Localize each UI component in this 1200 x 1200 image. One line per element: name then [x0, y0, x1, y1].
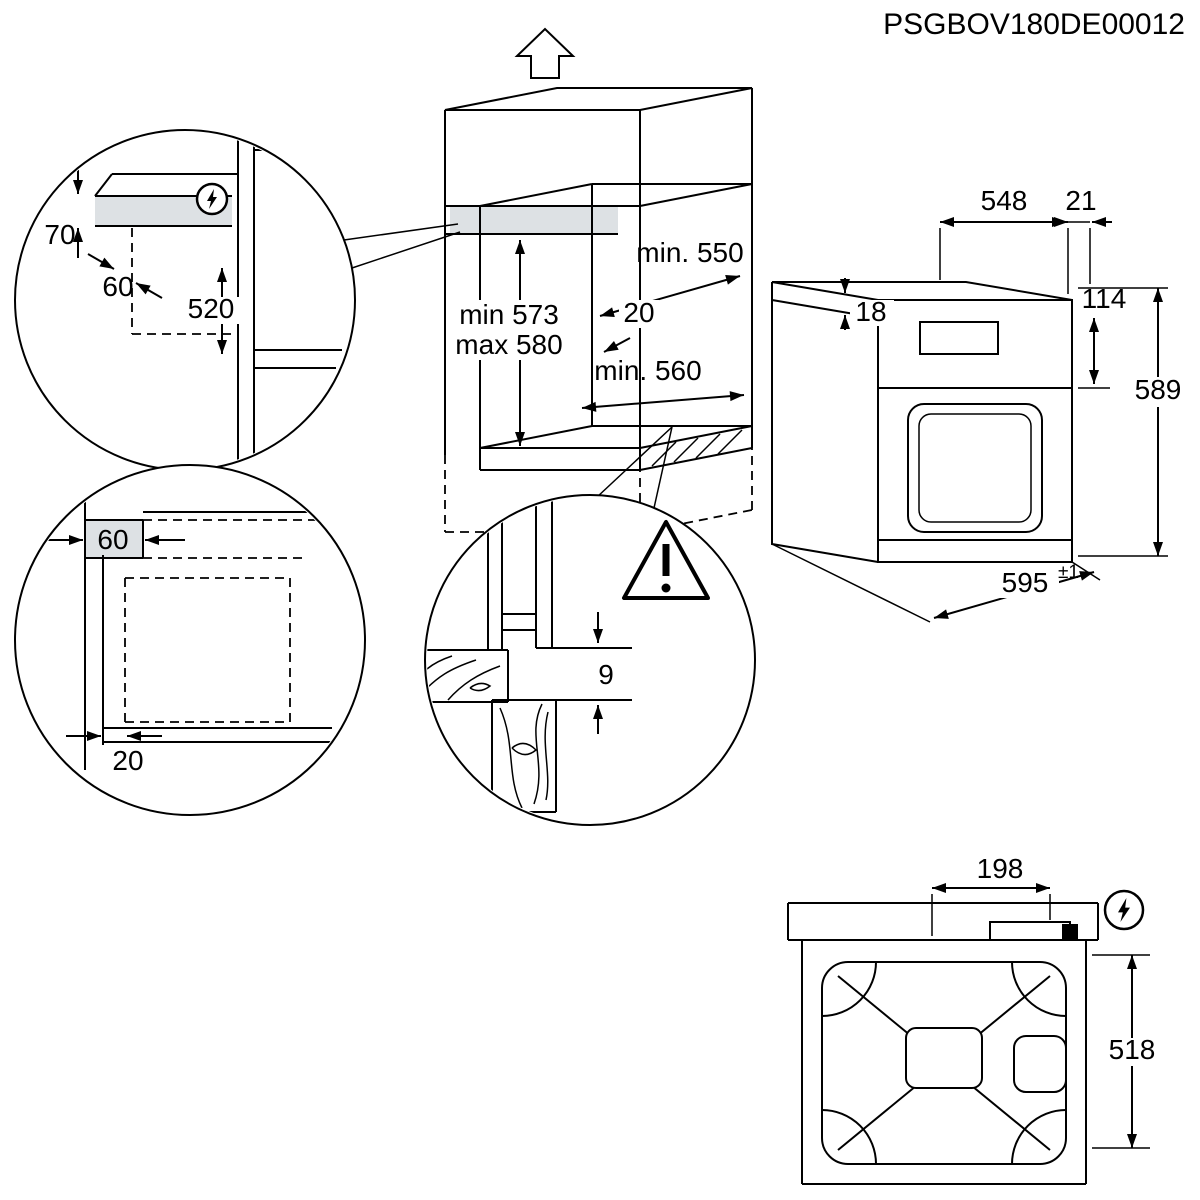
electrical-symbol-icon: [195, 182, 229, 216]
cabinet-column: min 573 max 580 min. 550 20 min. 560: [444, 27, 753, 533]
callout-circle: [14, 464, 366, 816]
oven-front-face: [877, 299, 1073, 563]
base-center-emboss: [905, 1027, 983, 1089]
overlap-highlight: [85, 520, 143, 558]
dim-cable-depth: 518: [1109, 1034, 1156, 1065]
detail-gap-callout: 9: [424, 494, 756, 826]
dim-top-depth: 520: [188, 293, 235, 324]
airflow-arrow-icon: [514, 27, 576, 79]
dim-oven-height: 589: [1135, 374, 1182, 405]
document-code: PSGBOV180DE00012: [883, 8, 1185, 41]
dim-plinth-recess: 20: [112, 745, 143, 776]
warning-icon: [622, 520, 710, 600]
detail-plinth-callout: 60 20: [14, 464, 366, 816]
dim-vent-gap: 70: [44, 219, 75, 250]
dim-oven-width-tolerance: ±1: [1058, 562, 1079, 583]
dim-niche-rear-gap: 20: [623, 297, 654, 328]
dim-oven-top-inset: 18: [855, 296, 886, 327]
dim-niche-width-min: min. 560: [594, 355, 701, 386]
vent-gap-highlight: [450, 206, 618, 234]
cable-channel: [989, 921, 1071, 941]
dim-oven-depth: 548: [981, 185, 1028, 216]
oven-door-window: [907, 403, 1043, 533]
wood-grain: [427, 655, 549, 809]
dim-cable-offset: 198: [977, 853, 1024, 884]
dim-niche-height-max: max 580: [455, 329, 562, 360]
oven-front-view: 18 548 21 114 589 595 ±1: [771, 185, 1190, 623]
cable-exit-marker: [1062, 924, 1078, 940]
control-panel-display: [919, 321, 999, 355]
base-side-emboss: [1013, 1035, 1067, 1093]
dim-vent-clearance: 9: [598, 659, 614, 690]
dim-plinth-overlap: 60: [97, 524, 128, 555]
dim-niche-depth-min: min. 550: [636, 237, 743, 268]
detail-top-left-callout: 70 60 520: [14, 129, 461, 471]
dim-niche-height-min: min 573: [459, 299, 559, 330]
electrical-symbol-icon: [1103, 889, 1145, 931]
dim-oven-width: 595: [1002, 567, 1049, 598]
oven-top-view: 198 518: [787, 853, 1162, 1185]
dim-oven-front-protrusion: 21: [1065, 185, 1096, 216]
rail-hatching: [651, 429, 743, 467]
dim-top-overlap: 60: [102, 271, 133, 302]
